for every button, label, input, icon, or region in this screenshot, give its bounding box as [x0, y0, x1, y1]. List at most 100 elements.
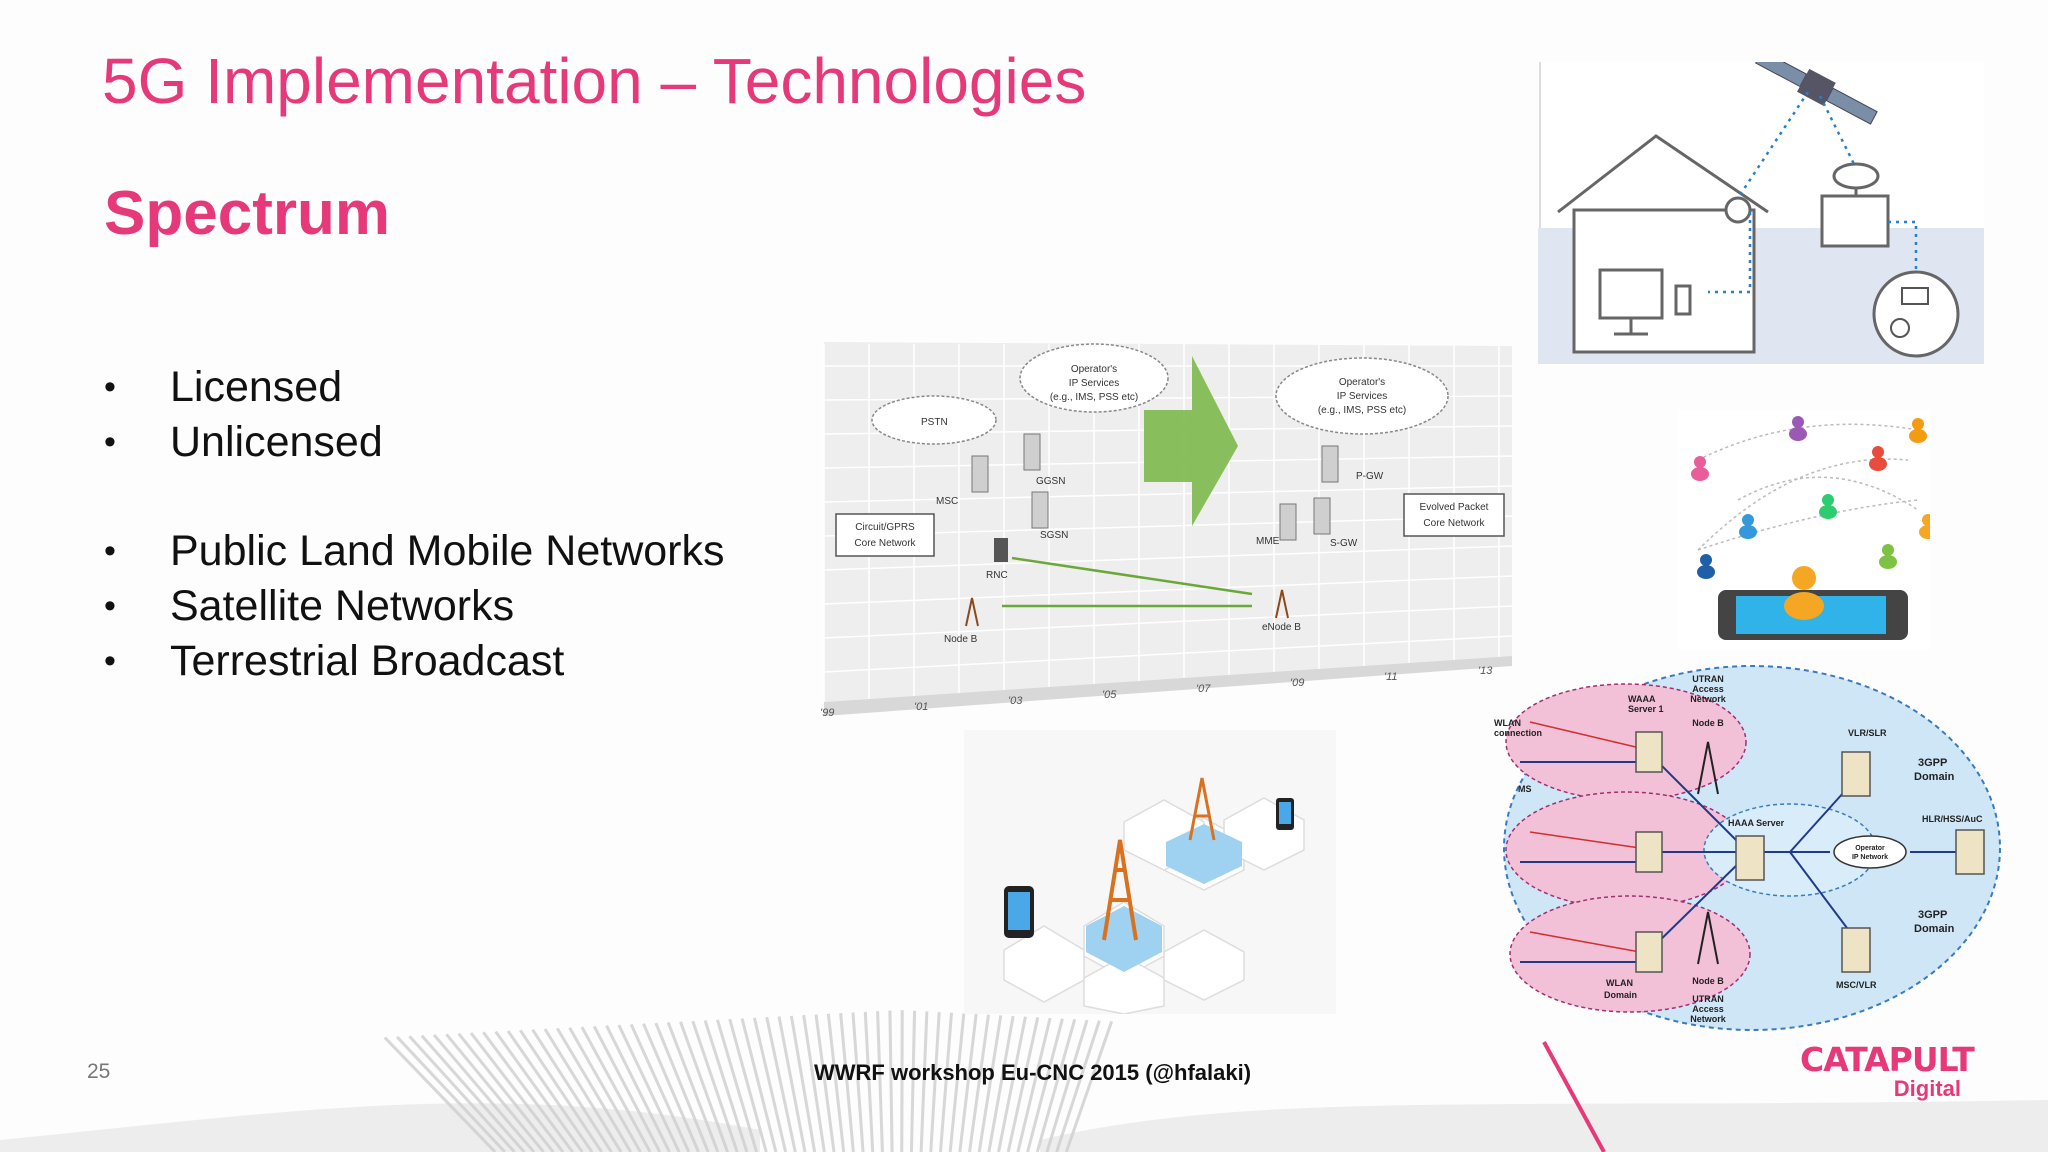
utran-label: UTRAN: [1692, 674, 1724, 684]
bullet-text: Licensed: [170, 363, 343, 411]
msc-vlr-label: MSC/VLR: [1836, 980, 1877, 990]
catapult-digital-logo: CATAPULT Digital: [1800, 1040, 1975, 1101]
satellite-icon: [1755, 62, 1878, 125]
year-label: '99: [820, 707, 834, 719]
cloud-label: IP Services: [1337, 391, 1387, 402]
utran-label: Access: [1692, 1004, 1724, 1014]
hlr-label: HLR/HSS/AuC: [1922, 814, 1983, 824]
waaa-label: Server 1: [1628, 704, 1664, 714]
wlan-domain-label: WLAN: [1606, 978, 1633, 988]
ms-label: MS: [1518, 784, 1532, 794]
pgw-label: P-GW: [1356, 471, 1384, 482]
bullet-item: • Satellite Networks: [104, 579, 725, 634]
utran-label: UTRAN: [1692, 994, 1724, 1004]
sgw-label: S-GW: [1330, 538, 1358, 549]
bullet-text: Public Land Mobile Networks: [170, 527, 725, 575]
satellite-house-illustration: [1538, 62, 1984, 364]
cloud-label: (e.g., IMS, PSS etc): [1050, 392, 1138, 403]
person-icon: [1919, 514, 1930, 539]
page-number: 25: [87, 1060, 111, 1083]
server-icon: [1635, 931, 1663, 973]
house-icon: [1557, 134, 1769, 354]
node-b-label: Node B: [1692, 718, 1724, 728]
bullet-item: • Public Land Mobile Networks: [104, 524, 725, 579]
section-heading: Spectrum: [104, 179, 390, 248]
rnc-label: RNC: [986, 570, 1008, 581]
circuit-core-label: Core Network: [854, 538, 916, 549]
mme-label: MME: [1256, 536, 1280, 547]
person-icon: [1789, 416, 1807, 441]
cloud-label: IP Services: [1069, 378, 1119, 389]
server-icon: [1735, 835, 1765, 881]
person-icon: [1819, 494, 1837, 519]
bullet-text: Terrestrial Broadcast: [170, 637, 565, 685]
domain-label: 3GPP: [1918, 757, 1947, 769]
slide-title: 5G Implementation – Technologies: [102, 45, 1087, 117]
year-label: '13: [1478, 665, 1493, 677]
interworking-network-diagram: UTRAN Access Network Node B WLAN connect…: [1494, 665, 2001, 1031]
bullet-icon: •: [104, 587, 116, 625]
server-building-icon: [1820, 162, 1890, 248]
pstn-label: PSTN: [921, 417, 948, 428]
bullet-spacer: [104, 470, 725, 524]
cloud-label: Operator's: [1339, 377, 1385, 388]
year-label: '11: [1384, 671, 1398, 683]
ip-network-label: IP Network: [1852, 854, 1888, 861]
utran-label: Access: [1692, 684, 1724, 694]
person-icon: [1909, 418, 1927, 443]
haaa-label: HAAA Server: [1728, 818, 1785, 828]
person-icon: [1869, 446, 1887, 471]
node-b-label: Node B: [944, 634, 978, 645]
server-icon: [1955, 829, 1985, 875]
node-b-label: Node B: [1692, 976, 1724, 986]
bullet-list: •Licensed •Unlicensed •Public Land Mobil…: [104, 360, 725, 689]
enode-b-label: eNode B: [1262, 622, 1301, 633]
footer-text: WWRF workshop Eu-CNC 2015 (@hfalaki): [814, 1060, 1252, 1085]
internet-services-icon: [1872, 270, 1960, 358]
year-label: '03: [1008, 695, 1023, 707]
bullet-text: Unlicensed: [170, 418, 383, 466]
wlan-domain-label: Domain: [1604, 990, 1637, 1000]
sgsn-label: SGSN: [1040, 530, 1068, 541]
evolution-arrow-icon: [1144, 356, 1238, 526]
wlan-label: WLAN: [1494, 718, 1521, 728]
year-label: '01: [914, 701, 928, 713]
msc-label: MSC: [936, 496, 958, 507]
decorative-wave-background: [0, 1010, 2048, 1152]
ggsn-label: GGSN: [1036, 476, 1065, 487]
person-icon: [1691, 456, 1709, 481]
network-evolution-diagram: PSTN Operator's IP Services (e.g., IMS, …: [820, 342, 1513, 719]
wlan-label: connection: [1494, 728, 1542, 738]
user-network-illustration: [1678, 410, 1930, 650]
utran-label: Network: [1690, 694, 1727, 704]
logo-text: Digital: [1893, 1076, 1961, 1101]
person-icon: [1697, 554, 1715, 579]
domain-label: Domain: [1914, 923, 1955, 935]
server-icon: [1841, 927, 1871, 973]
bullet-item: • Unlicensed: [104, 415, 725, 470]
person-icon: [1739, 514, 1757, 539]
domain-label: 3GPP: [1918, 909, 1947, 921]
circuit-core-label: Circuit/GPRS: [855, 522, 915, 533]
server-icon: [1635, 731, 1663, 773]
bullet-item: • Terrestrial Broadcast: [104, 634, 725, 689]
waaa-label: WAAA: [1628, 694, 1656, 704]
year-label: '07: [1196, 683, 1211, 695]
bullet-icon: •: [104, 532, 116, 570]
tower-icon: [1188, 777, 1216, 841]
ip-network-label: Operator: [1855, 845, 1885, 852]
bullet-item: •Licensed: [104, 360, 725, 415]
logo-text: CATAPULT: [1800, 1040, 1975, 1079]
evolved-core-label: Core Network: [1423, 518, 1485, 529]
utran-label: Network: [1690, 1014, 1727, 1024]
bullet-text: Satellite Networks: [170, 582, 515, 630]
tower-icon: [1102, 839, 1138, 941]
cloud-label: Operator's: [1071, 364, 1117, 375]
bullet-icon: •: [104, 642, 116, 680]
year-label: '09: [1290, 677, 1304, 689]
domain-label: Domain: [1914, 771, 1955, 783]
bullet-icon: •: [104, 423, 116, 461]
cell-tower-illustration: [964, 730, 1336, 1014]
dish-icon: [1724, 196, 1752, 224]
